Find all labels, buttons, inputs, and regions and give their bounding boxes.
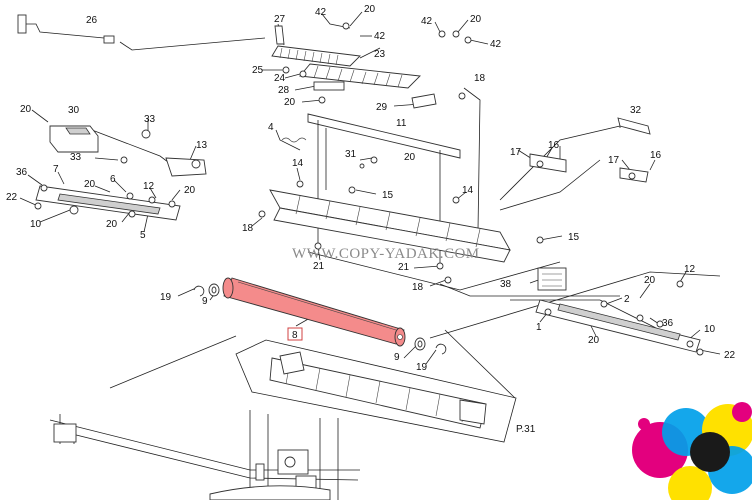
callout-33: 33 <box>144 114 156 125</box>
callout-20: 20 <box>470 14 482 25</box>
callout-22: 22 <box>724 350 736 361</box>
callout-6: 6 <box>110 174 116 185</box>
callout-23: 23 <box>374 49 386 60</box>
part-28-bracket <box>313 81 345 91</box>
callout-24: 24 <box>274 73 286 84</box>
callout-10: 10 <box>30 219 42 230</box>
callout-20: 20 <box>84 179 96 190</box>
callout-11: 11 <box>396 118 407 129</box>
callout-20: 20 <box>106 219 118 230</box>
lower-frame-fragment <box>49 410 360 500</box>
callout-21: 21 <box>398 262 410 273</box>
callout-20: 20 <box>364 4 376 15</box>
callout-8: 8 <box>292 330 298 341</box>
callout-20: 20 <box>20 104 32 115</box>
callout-19: 19 <box>160 292 172 303</box>
callout-32: 32 <box>630 105 642 116</box>
callout-17: 17 <box>510 147 522 158</box>
callout-20: 20 <box>644 275 656 286</box>
callout-30: 30 <box>68 105 80 116</box>
callout-36: 36 <box>662 318 674 329</box>
part-27-plate <box>274 25 285 45</box>
cmyk-logo <box>632 402 752 500</box>
callout-12: 12 <box>684 264 696 275</box>
small-parts-top <box>282 22 472 104</box>
callout-20: 20 <box>588 335 600 346</box>
callout-16: 16 <box>548 140 560 151</box>
callout-20: 20 <box>284 97 296 108</box>
callout-17: 17 <box>608 155 620 166</box>
part-33-screws <box>120 129 151 164</box>
part-4-spring <box>281 137 307 143</box>
part-26-cable <box>17 14 115 44</box>
part-8-callout-box <box>287 327 303 341</box>
callout-42: 42 <box>421 16 433 27</box>
part-38-connector <box>537 267 567 291</box>
callout-14: 14 <box>462 185 474 196</box>
callout-33: 33 <box>70 152 82 163</box>
callout-18: 18 <box>474 73 486 84</box>
callout-9: 9 <box>202 296 208 307</box>
reference-assembly-box <box>235 339 517 443</box>
watermark-text: WWW.COPY-YADAK.COM <box>292 246 480 262</box>
part-13-bracket <box>165 157 207 177</box>
callout-9: 9 <box>394 352 400 363</box>
callout-12: 12 <box>143 181 155 192</box>
callout-36: 36 <box>16 167 28 178</box>
part-32-plate <box>617 117 651 135</box>
callout-38: 38 <box>500 279 512 290</box>
callout-20: 20 <box>404 152 416 163</box>
part-8-fuser-roller[interactable] <box>222 277 406 347</box>
part-9-bearings <box>208 283 426 351</box>
callout-22: 22 <box>6 192 18 203</box>
callout-42: 42 <box>490 39 502 50</box>
callout-20: 20 <box>184 185 196 196</box>
callout-25: 25 <box>252 65 264 76</box>
callout-18: 18 <box>242 223 254 234</box>
part-29-bracket <box>411 93 437 109</box>
callout-2: 2 <box>624 294 630 305</box>
callout-15: 15 <box>382 190 394 201</box>
callout-28: 28 <box>278 85 290 96</box>
part-central-assembly <box>258 180 544 284</box>
callout-10: 10 <box>704 324 716 335</box>
callout-15: 15 <box>568 232 580 243</box>
callout-18: 18 <box>412 282 424 293</box>
callout-14: 14 <box>292 158 304 169</box>
part-30-housing <box>49 125 99 153</box>
left-lower-plate <box>34 184 181 221</box>
callout-19: 19 <box>416 362 428 373</box>
callout-29: 29 <box>376 102 388 113</box>
callout-4: 4 <box>268 122 274 133</box>
callout-5: 5 <box>140 230 146 241</box>
callout-27: 27 <box>274 14 286 25</box>
part-17-16-right <box>529 153 649 183</box>
callout-31: 31 <box>345 149 357 160</box>
callout-42: 42 <box>374 31 386 42</box>
part-31-part <box>359 156 378 169</box>
callout-7: 7 <box>53 164 59 175</box>
callout-labels: 26 27 42 20 42 42 20 42 23 25 24 28 20 1… <box>6 4 736 373</box>
callout-16: 16 <box>650 150 662 161</box>
callout-1: 1 <box>536 322 542 333</box>
page-reference-label: P.31 <box>516 424 536 435</box>
callout-21: 21 <box>313 261 325 272</box>
part-23-comb-upper <box>271 45 361 67</box>
callout-42: 42 <box>315 7 327 18</box>
callout-13: 13 <box>196 140 208 151</box>
part-19-clips <box>193 285 447 355</box>
callout-26: 26 <box>86 15 98 26</box>
right-lower-plate <box>535 280 704 356</box>
